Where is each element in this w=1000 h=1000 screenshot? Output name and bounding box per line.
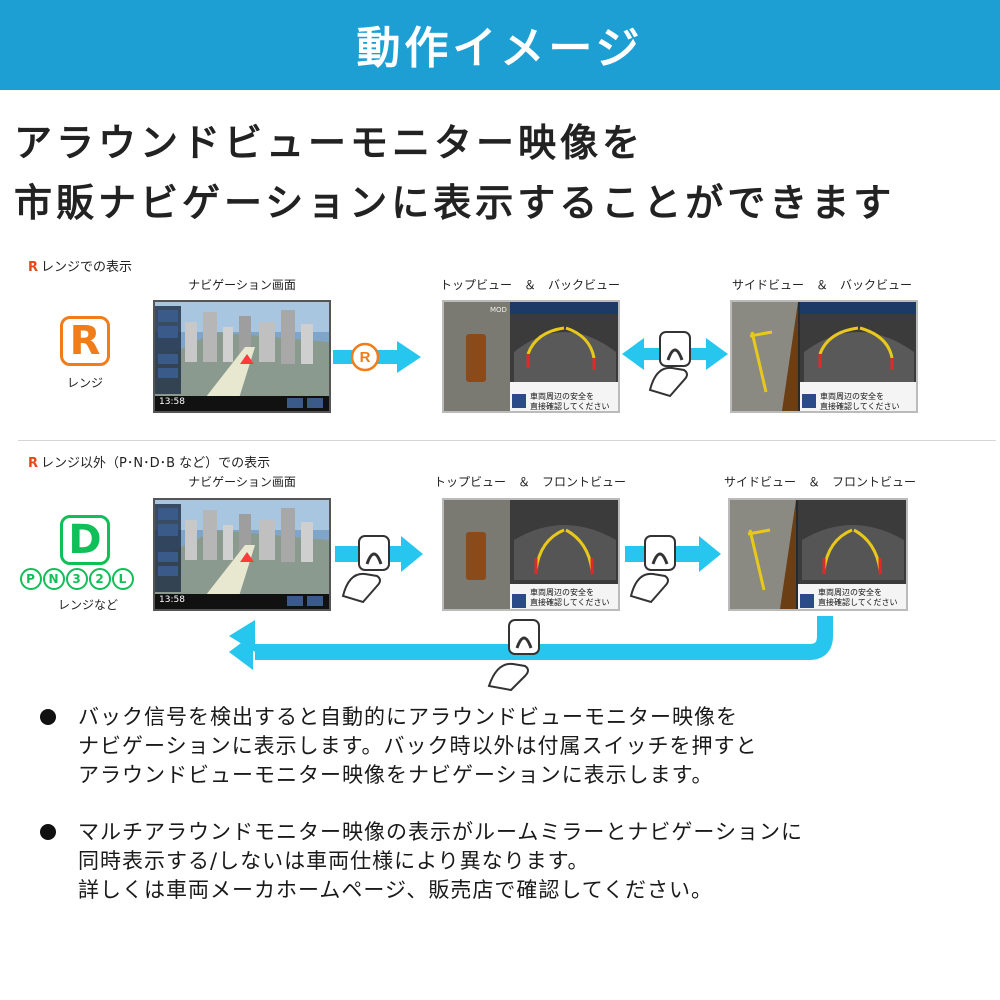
bullet-2: マルチアラウンドモニター映像の表示がルームミラーとナビゲーションに 同時表示する… (40, 818, 803, 905)
header-bar (0, 0, 1000, 90)
view1-warning-r: 車両周辺の安全を直接確認してください (530, 392, 610, 411)
page-title: 動作イメージ (356, 23, 644, 74)
view2-screen-other: 車両周辺の安全を直接確認してください (728, 498, 908, 611)
gear-p: P (20, 568, 42, 590)
headline-line-2: 市販ナビゲーションに表示することができます (14, 181, 896, 225)
pointing-hand-icon-3 (629, 572, 669, 604)
range-d-badge: D (60, 515, 110, 565)
view2-caption-other: サイドビュー ＆ フロントビュー (723, 475, 916, 489)
section-r-label-text: レンジでの表示 (41, 260, 133, 275)
view1-caption-other: トップビュー ＆ フロントビュー (433, 475, 626, 489)
nav-caption-r: ナビゲーション画面 (188, 278, 296, 292)
bullet-1-line-2: ナビゲーションに表示します。バック時以外は付属スイッチを押すと (78, 734, 758, 758)
range-r-badge: R (60, 316, 110, 366)
bullet-1-line-3: アラウンドビューモニター映像をナビゲーションに表示します。 (78, 763, 714, 787)
nav-screen-other: 13:58 (153, 498, 331, 611)
gear-2: 2 (89, 568, 111, 590)
nav-time-2: 13:58 (159, 595, 185, 605)
section-other-label-text: レンジ以外（P･N･D･B など）での表示 (41, 456, 271, 471)
nav-caption-other: ナビゲーション画面 (188, 475, 296, 489)
return-arrow-loop (229, 616, 833, 692)
view2-warning-other: 車両周辺の安全を直接確認してください (818, 588, 898, 607)
arrow-switch-to-view1-other (335, 535, 423, 604)
bullet-1: バック信号を検出すると自動的にアラウンドビューモニター映像を ナビゲーションに表… (40, 703, 757, 790)
svg-text:R: R (360, 349, 371, 366)
bullet-1-line-1: バック信号を検出すると自動的にアラウンドビューモニター映像を (78, 705, 738, 729)
section-divider (18, 440, 996, 441)
view2-screen-r: 車両周辺の安全を直接確認してください (730, 300, 918, 413)
bullet-dot-2 (40, 824, 56, 840)
bullet-dot-1 (40, 709, 56, 725)
view2-caption-r: サイドビュー ＆ バックビュー (731, 278, 912, 292)
range-r-caption: レンジ (66, 376, 103, 390)
pointing-hand-icon-2 (341, 572, 381, 604)
gear-n: N (43, 568, 65, 590)
side-back-view-image (732, 302, 916, 411)
view1-caption-r: トップビュー ＆ バックビュー (439, 278, 620, 292)
arrow-to-view1-r: R (333, 341, 421, 373)
view1-screen-other: 車両周辺の安全を直接確認してください (442, 498, 620, 611)
arrow-switch-to-view2-other (625, 535, 721, 604)
pointing-hand-icon (648, 366, 688, 398)
view1-mod-r: MOD (490, 306, 507, 314)
view2-warning-r: 車両周辺の安全を直接確認してください (820, 392, 900, 411)
section-other-letter: R (28, 456, 39, 471)
nav-map-image (155, 302, 329, 411)
gear-3: 3 (66, 568, 88, 590)
range-d-caption: レンジなど (57, 598, 118, 612)
nav-map-image-2 (155, 500, 329, 609)
headline-line-1: アラウンドビューモニター映像を (14, 121, 645, 165)
bullet-2-line-3: 詳しくは車両メーカホームページ、販売店で確認してください。 (78, 878, 714, 902)
double-arrow-switch-r (622, 331, 728, 398)
bullet-2-line-1: マルチアラウンドモニター映像の表示がルームミラーとナビゲーションに (78, 820, 803, 844)
view1-warning-other: 車両周辺の安全を直接確認してください (530, 588, 610, 607)
view1-screen-r: 車両周辺の安全を直接確認してください MOD (442, 300, 620, 413)
pointing-hand-icon-4 (487, 662, 529, 692)
nav-time: 13:58 (159, 397, 185, 407)
top-front-view-image (444, 500, 618, 609)
top-back-view-image (444, 302, 618, 411)
bullet-2-line-2: 同時表示する/しないは車両仕様により異なります。 (78, 849, 590, 873)
section-r-letter: R (28, 260, 39, 275)
side-front-view-image (730, 500, 906, 609)
gear-l: L (112, 568, 134, 590)
nav-screen-r: 13:58 (153, 300, 331, 413)
